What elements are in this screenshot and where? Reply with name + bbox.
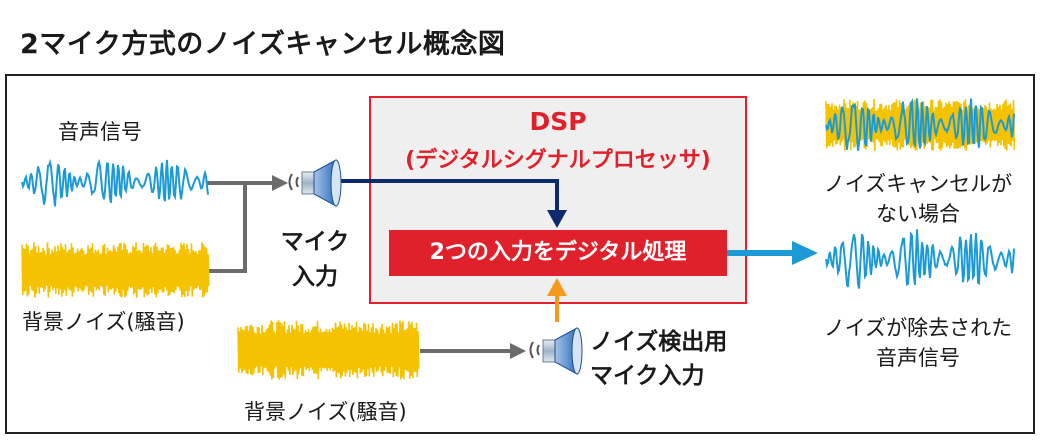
without-nc-label-line2: ない場合: [876, 202, 960, 226]
diagram-title: 2マイク方式のノイズキャンセル概念図: [20, 29, 506, 60]
voice-signal-wave: [21, 158, 209, 207]
noise-mic-icon: [529, 327, 583, 375]
voice-signal-label: 音声信号: [58, 120, 142, 144]
mic-input-label-line1: マイク: [280, 229, 350, 255]
dsp-process-box: 2つの入力をデジタル処理: [389, 230, 727, 276]
dsp-name: DSP: [529, 107, 587, 136]
output-arrowhead: [792, 241, 818, 265]
voice-to-mic-line: [207, 181, 272, 273]
dsp-subtitle: (デジタルシグナルプロセッサ): [405, 148, 711, 173]
mic-input-label-line2: 入力: [292, 264, 338, 290]
voice-to-mic-arrowhead: [272, 175, 288, 191]
noise-mic-to-dsp-arrowhead: [547, 278, 567, 296]
removed-label-line1: ノイズが除去された: [823, 316, 1013, 340]
background-noise-label: 背景ノイズ(騒音): [22, 310, 185, 334]
diagram-frame: [5, 74, 1035, 434]
mic-to-dsp-arrowhead: [547, 210, 567, 228]
background-noise-label-2: 背景ノイズ(騒音): [244, 400, 407, 424]
noise-to-noise-mic-arrowhead: [510, 343, 526, 359]
without-nc-label-line1: ノイズキャンセルが: [823, 172, 1013, 196]
removed-noise-voice-wave: [825, 229, 1015, 289]
removed-label-line2: 音声信号: [876, 346, 960, 370]
mic-icon: [288, 159, 342, 207]
noise-mic-label-line2: マイク入力: [590, 363, 705, 389]
background-noise-wave: [21, 242, 210, 298]
noise-mic-label-line1: ノイズ検出用: [590, 329, 728, 355]
mic-to-dsp-arrow: [340, 179, 559, 212]
without-nc-voice-wave: [825, 98, 1015, 151]
background-noise-wave-2: [237, 320, 420, 380]
